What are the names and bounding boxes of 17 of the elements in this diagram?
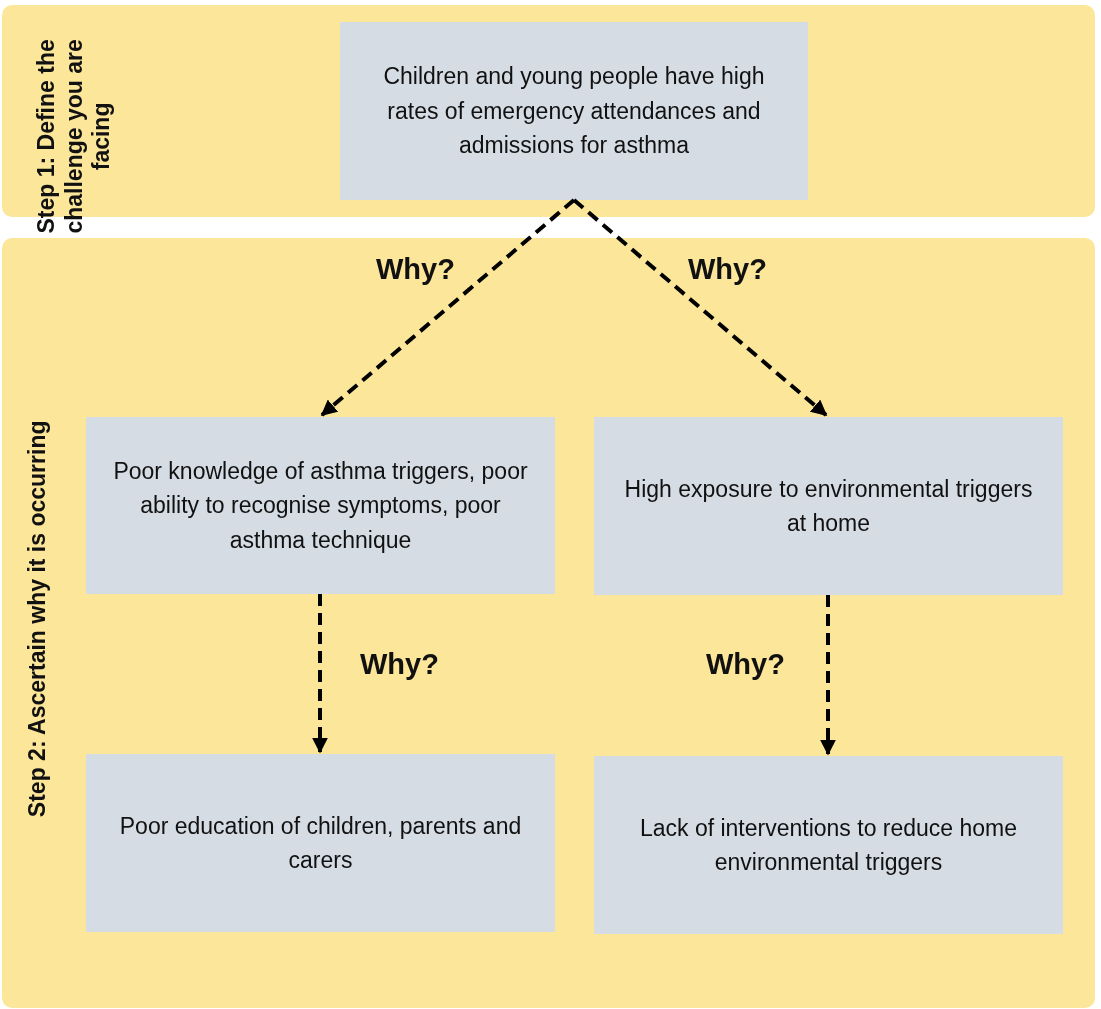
dashed-arrow [320, 198, 576, 417]
dashed-arrow [572, 198, 828, 417]
process-box [340, 22, 808, 200]
step-band [2, 238, 1095, 1008]
step-heading: Step 1: Define the challenge you are facing [32, 38, 115, 236]
dashed-arrow [312, 594, 328, 754]
box-text: Poor knowledge of asthma triggers, poor ability to recognise symptoms, poor asthma technique [112, 456, 529, 555]
step-heading: Step 2: Ascertain why it is occurring [24, 419, 52, 820]
process-box [86, 417, 555, 594]
process-box [594, 417, 1063, 595]
box-text: Poor education of children, parents and carers [118, 811, 523, 875]
dashed-arrow [820, 595, 836, 756]
process-box [86, 754, 555, 932]
box-text: Children and young people have high rates of emergency attendances and admissions for asthma [382, 62, 766, 161]
box-text: Lack of interventions to reduce home environmental triggers [638, 813, 1019, 877]
box-text: High exposure to environmental triggers at home [623, 474, 1034, 538]
process-box [594, 756, 1063, 934]
